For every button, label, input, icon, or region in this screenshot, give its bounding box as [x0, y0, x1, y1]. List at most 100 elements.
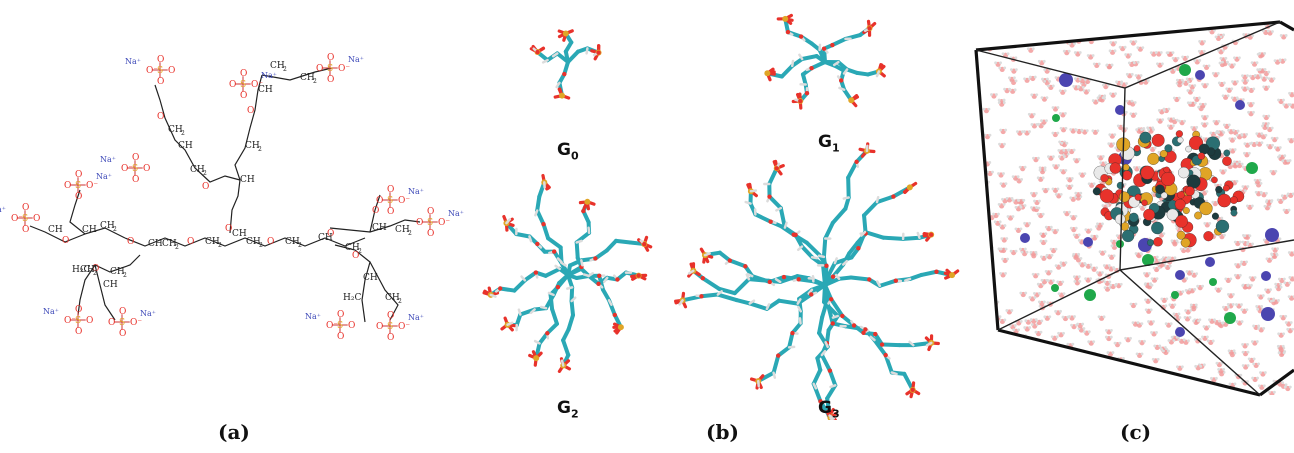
carbon-bond: [543, 266, 562, 278]
ch2-subscript-label: 2: [358, 248, 362, 255]
solute-atom: [1185, 145, 1192, 153]
water-molecule: [1118, 45, 1127, 52]
water-molecule: [1036, 282, 1045, 289]
water-molecule: [1211, 71, 1220, 78]
oxygen-atom: [781, 274, 787, 280]
water-molecule: [1178, 385, 1187, 392]
sodium-ion: [1235, 100, 1245, 110]
carbon-bond: [811, 367, 823, 386]
water-molecule: [1043, 79, 1052, 86]
solute-atom: [1222, 184, 1230, 192]
water-molecule: [1269, 169, 1278, 176]
water-molecule: [1233, 273, 1242, 280]
water-molecule: [1135, 128, 1144, 134]
carbon-bond: [881, 235, 906, 241]
hydrogen-bond: [746, 272, 754, 278]
solute-atom: [1194, 211, 1202, 220]
water-molecule: [1150, 277, 1159, 283]
water-molecule: [1261, 124, 1269, 131]
carbon-bond: [498, 286, 517, 293]
hydrogen-bond: [820, 349, 827, 357]
hydrogen-bond: [904, 277, 912, 282]
water-molecule: [1008, 76, 1016, 82]
water-molecule: [1192, 96, 1201, 103]
carbon-bond: [550, 307, 559, 326]
oxygen-atom: [873, 331, 878, 337]
hydrogen-bond: [744, 200, 752, 205]
carbon-bond: [815, 356, 823, 372]
water-molecule: [1243, 142, 1252, 148]
water-molecule: [1029, 250, 1038, 257]
hydrogen-bond: [520, 275, 527, 282]
oxygen-atom-label: O: [92, 264, 99, 274]
oxygen-atom-label: O: [376, 196, 383, 206]
water-molecule: [1288, 91, 1294, 98]
water-molecule: [983, 133, 992, 140]
hydrogen-bond: [533, 339, 541, 345]
water-molecule: [1132, 24, 1141, 30]
carbon-bond: [776, 345, 792, 358]
water-molecule: [1027, 381, 1036, 388]
water-molecule: [1131, 321, 1140, 327]
solute-atom: [1175, 215, 1188, 228]
water-molecule: [1051, 106, 1060, 112]
ch2-subscript-label: 2: [123, 272, 127, 279]
oxygen-atom: [809, 65, 814, 71]
ch-group-label: CH: [240, 175, 255, 185]
ch2-subscript-label: 2: [113, 226, 117, 233]
carbon-bond: [830, 206, 848, 225]
oxygen-atom-label: O: [157, 112, 164, 122]
water-molecule: [1273, 146, 1282, 152]
water-molecule: [1069, 214, 1078, 221]
simulation-box-render: [974, 20, 1294, 397]
water-molecule: [1023, 326, 1032, 332]
water-molecule: [1202, 64, 1211, 71]
water-molecule: [998, 142, 1006, 149]
water-molecule: [1055, 364, 1063, 370]
water-molecule: [1092, 62, 1101, 68]
water-molecule: [1287, 295, 1294, 301]
water-molecule: [1242, 151, 1251, 158]
oxygen-atom: [854, 159, 859, 165]
ch2-subscript-label: 2: [258, 146, 262, 153]
water-molecule: [976, 223, 983, 229]
oxygen-atom: [809, 292, 814, 297]
water-molecule: [1277, 332, 1286, 338]
water-molecule: [1034, 330, 1043, 337]
oxygen-atom: [828, 297, 834, 302]
carbon-bond: [541, 222, 551, 241]
hydrogen-bond: [783, 221, 788, 229]
solute-atom: [1212, 212, 1219, 220]
water-molecule: [1054, 264, 1063, 270]
carbon-bond: [821, 236, 828, 259]
oxygen-atom: [863, 327, 868, 332]
oxygen-atom-label: O⁻: [146, 66, 158, 76]
water-molecule: [1206, 339, 1215, 346]
water-molecule: [1059, 112, 1067, 118]
hydrogen-bond: [749, 189, 758, 193]
solute-atom: [1122, 163, 1130, 171]
carbon-bond: [535, 208, 546, 227]
water-molecule: [1221, 94, 1230, 100]
oxygen-atom: [830, 321, 835, 326]
oxygen-atom: [838, 78, 844, 83]
molecule-g1: [764, 13, 886, 110]
water-molecule: [1183, 247, 1192, 253]
water-molecule: [1023, 353, 1032, 360]
carbon-bond: [545, 321, 559, 336]
water-molecule: [1150, 331, 1158, 337]
water-molecule: [1098, 250, 1107, 256]
oxygen-atom: [934, 269, 939, 274]
carbon-bond: [908, 272, 924, 281]
sulfur-atom: [533, 355, 540, 362]
water-molecule: [1253, 73, 1262, 80]
water-molecule: [1041, 29, 1050, 35]
water-molecule: [1104, 24, 1113, 30]
water-molecule: [1144, 308, 1153, 314]
water-molecule: [993, 220, 1002, 226]
carbon-bond: [846, 159, 859, 180]
sodium-ion: [1083, 237, 1093, 247]
water-molecule: [1014, 205, 1023, 212]
solute-atom: [1222, 156, 1232, 166]
